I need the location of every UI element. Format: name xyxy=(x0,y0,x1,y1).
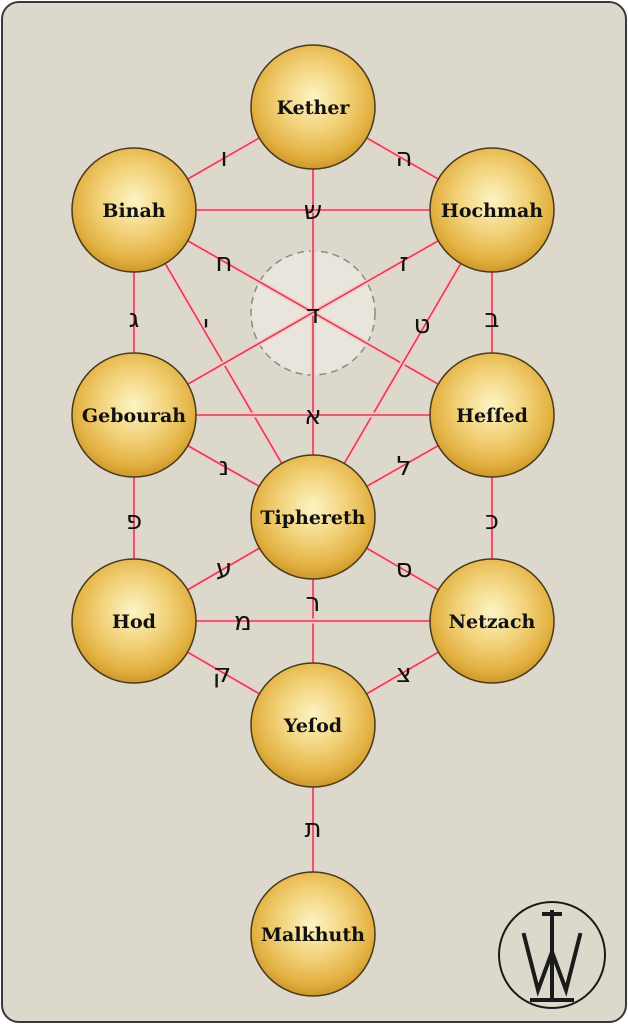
sephirah-hochmah[interactable]: Hochmah xyxy=(429,147,555,273)
path-letter-tiphereth-yesod: ר xyxy=(306,588,321,618)
path-letter-gebourah-hod: פ xyxy=(126,506,142,536)
label-malkhuth: Malkhuth xyxy=(261,924,365,946)
label-kether: Kether xyxy=(277,97,351,119)
path-hochmah-gebourah xyxy=(133,209,493,416)
sphere-netzach xyxy=(429,558,555,684)
monogram-emblem xyxy=(498,901,606,1009)
sphere-hessed xyxy=(429,352,555,478)
label-netzach: Netzach xyxy=(449,611,536,633)
path-letter-kether-tiphereth: ד xyxy=(306,300,320,330)
sphere-kether xyxy=(250,44,376,170)
sephirah-hessed[interactable]: Heſſed xyxy=(429,352,555,478)
path-letter-tiphereth-netzach: ס xyxy=(396,554,413,584)
path-letter-hod-netzach: מ xyxy=(234,607,252,637)
sephirah-netzach[interactable]: Netzach xyxy=(429,558,555,684)
sphere-hod xyxy=(71,558,197,684)
sephirah-hod[interactable]: Hod xyxy=(71,558,197,684)
label-hod: Hod xyxy=(112,611,156,633)
path-letter-hochmah-gebourah: ז xyxy=(399,248,408,278)
path-letter-binah-hessed: ח xyxy=(216,248,233,278)
label-hessed: Heſſed xyxy=(456,405,528,427)
sephirah-kether[interactable]: Kether xyxy=(250,44,376,170)
path-letter-binah-hochmah: ש xyxy=(304,196,322,226)
path-letter-gebourah-tiphereth: נ xyxy=(219,452,229,482)
path-letter-kether-hochmah: ה xyxy=(396,143,413,173)
label-binah: Binah xyxy=(102,200,165,222)
sephirah-malkhuth[interactable]: Malkhuth xyxy=(250,871,376,997)
sphere-binah xyxy=(71,147,197,273)
sphere-gebourah xyxy=(71,352,197,478)
sephirah-yesod[interactable]: Yeſod xyxy=(250,662,376,788)
path-letter-tiphereth-hod: ע xyxy=(216,554,232,584)
sephirah-binah[interactable]: Binah xyxy=(71,147,197,273)
path-letter-hochmah-hessed: ב xyxy=(484,304,499,334)
path-letter-netzach-yesod: צ xyxy=(396,659,411,689)
sphere-malkhuth xyxy=(250,871,376,997)
path-letter-hod-yesod: ק xyxy=(213,659,231,689)
sephirah-tiphereth[interactable]: Tiphereth xyxy=(250,454,376,580)
sphere-hochmah xyxy=(429,147,555,273)
path-letter-hochmah-tiphereth: ט xyxy=(414,310,431,340)
sphere-yesod xyxy=(250,662,376,788)
path-letter-binah-tiphereth: י xyxy=(203,310,209,340)
sphere-tiphereth xyxy=(250,454,376,580)
letters-layer: ו ה ד ש ח ג י ז ב ט א נ פ ל כ ע ס ר מק צ ת xyxy=(126,143,500,844)
label-yesod: Yeſod xyxy=(283,715,342,737)
path-letter-binah-gebourah: ג xyxy=(129,304,140,334)
path-letter-hessed-tiphereth: ל xyxy=(397,452,412,482)
label-gebourah: Gebourah xyxy=(82,405,186,427)
label-hochmah: Hochmah xyxy=(441,200,543,222)
path-letter-hessed-netzach: כ xyxy=(485,506,499,536)
path-letter-yesod-malkhuth: ת xyxy=(304,814,321,844)
label-tiphereth: Tiphereth xyxy=(260,507,365,529)
path-letter-kether-binah: ו xyxy=(220,143,227,173)
path-letter-gebourah-hessed: א xyxy=(304,401,321,431)
sephirah-gebourah[interactable]: Gebourah xyxy=(71,352,197,478)
